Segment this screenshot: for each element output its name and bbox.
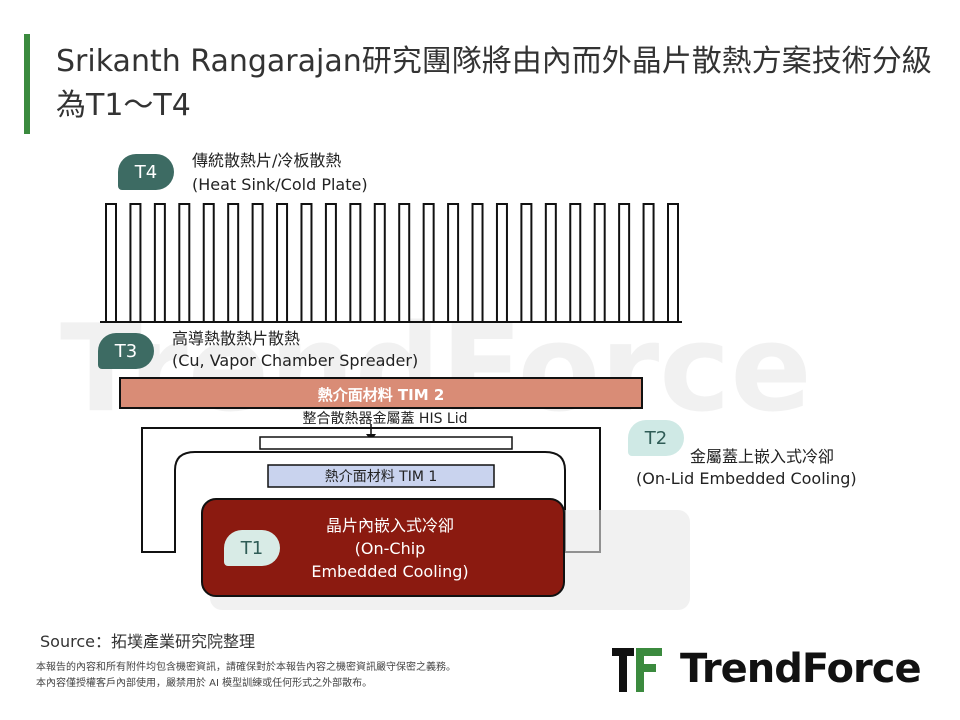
badge-t1: T1: [224, 530, 280, 566]
t1-label-en-1: (On-Chip: [354, 539, 426, 558]
heat-sink-fin: [324, 203, 337, 323]
heat-sink-fin: [178, 203, 191, 323]
heat-sink-fin: [276, 203, 289, 323]
badge-t4: T4: [118, 154, 174, 190]
t1-label-en-2: Embedded Cooling): [311, 562, 469, 581]
heat-sink-fin: [422, 203, 435, 323]
tim1-layer: [267, 464, 495, 488]
badge-t2: T2: [628, 420, 684, 456]
heat-sink-fin: [520, 203, 533, 323]
t1-label-zh: 晶片內嵌入式冷卻: [325, 516, 454, 535]
heat-sink-fin: [667, 203, 679, 323]
heat-sink-fin: [569, 203, 582, 323]
tim2-layer: [119, 377, 643, 409]
source-note: Source：拓墣產業研究院整理: [40, 632, 255, 651]
heat-sink-fin: [153, 203, 166, 323]
title-accent-bar: [24, 34, 30, 134]
tim1-label: 熱介面材料 TIM 1: [324, 469, 438, 485]
heat-sink-fin: [202, 203, 215, 323]
confidential-note-1: 本報告的內容和所有附件均包含機密資訊，請確保對於本報告內容之機密資訊嚴守保密之義…: [36, 662, 456, 673]
heat-sink-fin: [618, 203, 631, 323]
t3-label-en: (Cu, Vapor Chamber Spreader): [172, 351, 419, 370]
t2-label-zh: 金屬蓋上嵌入式冷卻: [690, 447, 835, 466]
lid-top-plate: [259, 436, 513, 450]
heat-sink-fin: [227, 203, 240, 323]
heat-sink-fin: [398, 203, 411, 323]
his-lid-label: 整合散熱器金屬蓋 HIS Lid: [302, 411, 468, 427]
t1-label-block: 晶片內嵌入式冷卻 (On-Chip Embedded Cooling): [290, 514, 490, 583]
heat-sink-fin: [349, 203, 362, 323]
heat-sink-fin: [544, 203, 557, 323]
heat-sink-fin: [300, 203, 313, 323]
t2-label-en: (On-Lid Embedded Cooling): [636, 469, 857, 488]
heat-sink-fin: [593, 203, 606, 323]
heat-sink-fins: [105, 203, 679, 323]
t3-label-zh: 高導熱散熱片散熱: [172, 329, 301, 348]
trendforce-logo-icon: [612, 648, 662, 692]
watermark: TrendForce: [60, 300, 812, 439]
heat-sink-fin: [105, 203, 117, 323]
heat-sink-fin: [129, 203, 142, 323]
heat-sink-fin: [251, 203, 264, 323]
heat-sink-fin: [373, 203, 386, 323]
page-title: Srikanth Rangarajan研究團隊將由內而外晶片散熱方案技術分級為T…: [56, 44, 932, 123]
trendforce-brand: TrendForce: [680, 646, 922, 692]
his-lid-outline: [141, 427, 601, 553]
confidential-note-2: 本內容僅授權客戶內部使用，嚴禁用於 AI 模型訓練或任何形式之外部散布。: [36, 678, 373, 689]
t4-label-en: (Heat Sink/Cold Plate): [192, 175, 368, 194]
heat-sink-fin: [495, 203, 508, 323]
heat-sink-fin: [471, 203, 484, 323]
badge-t3: T3: [98, 333, 154, 369]
chip-body: [201, 498, 565, 597]
heat-sink-fin: [642, 203, 655, 323]
tim2-label: 熱介面材料 TIM 2: [317, 385, 445, 404]
t4-label-zh: 傳統散熱片/冷板散熱: [192, 151, 342, 170]
heat-sink-fin: [447, 203, 460, 323]
